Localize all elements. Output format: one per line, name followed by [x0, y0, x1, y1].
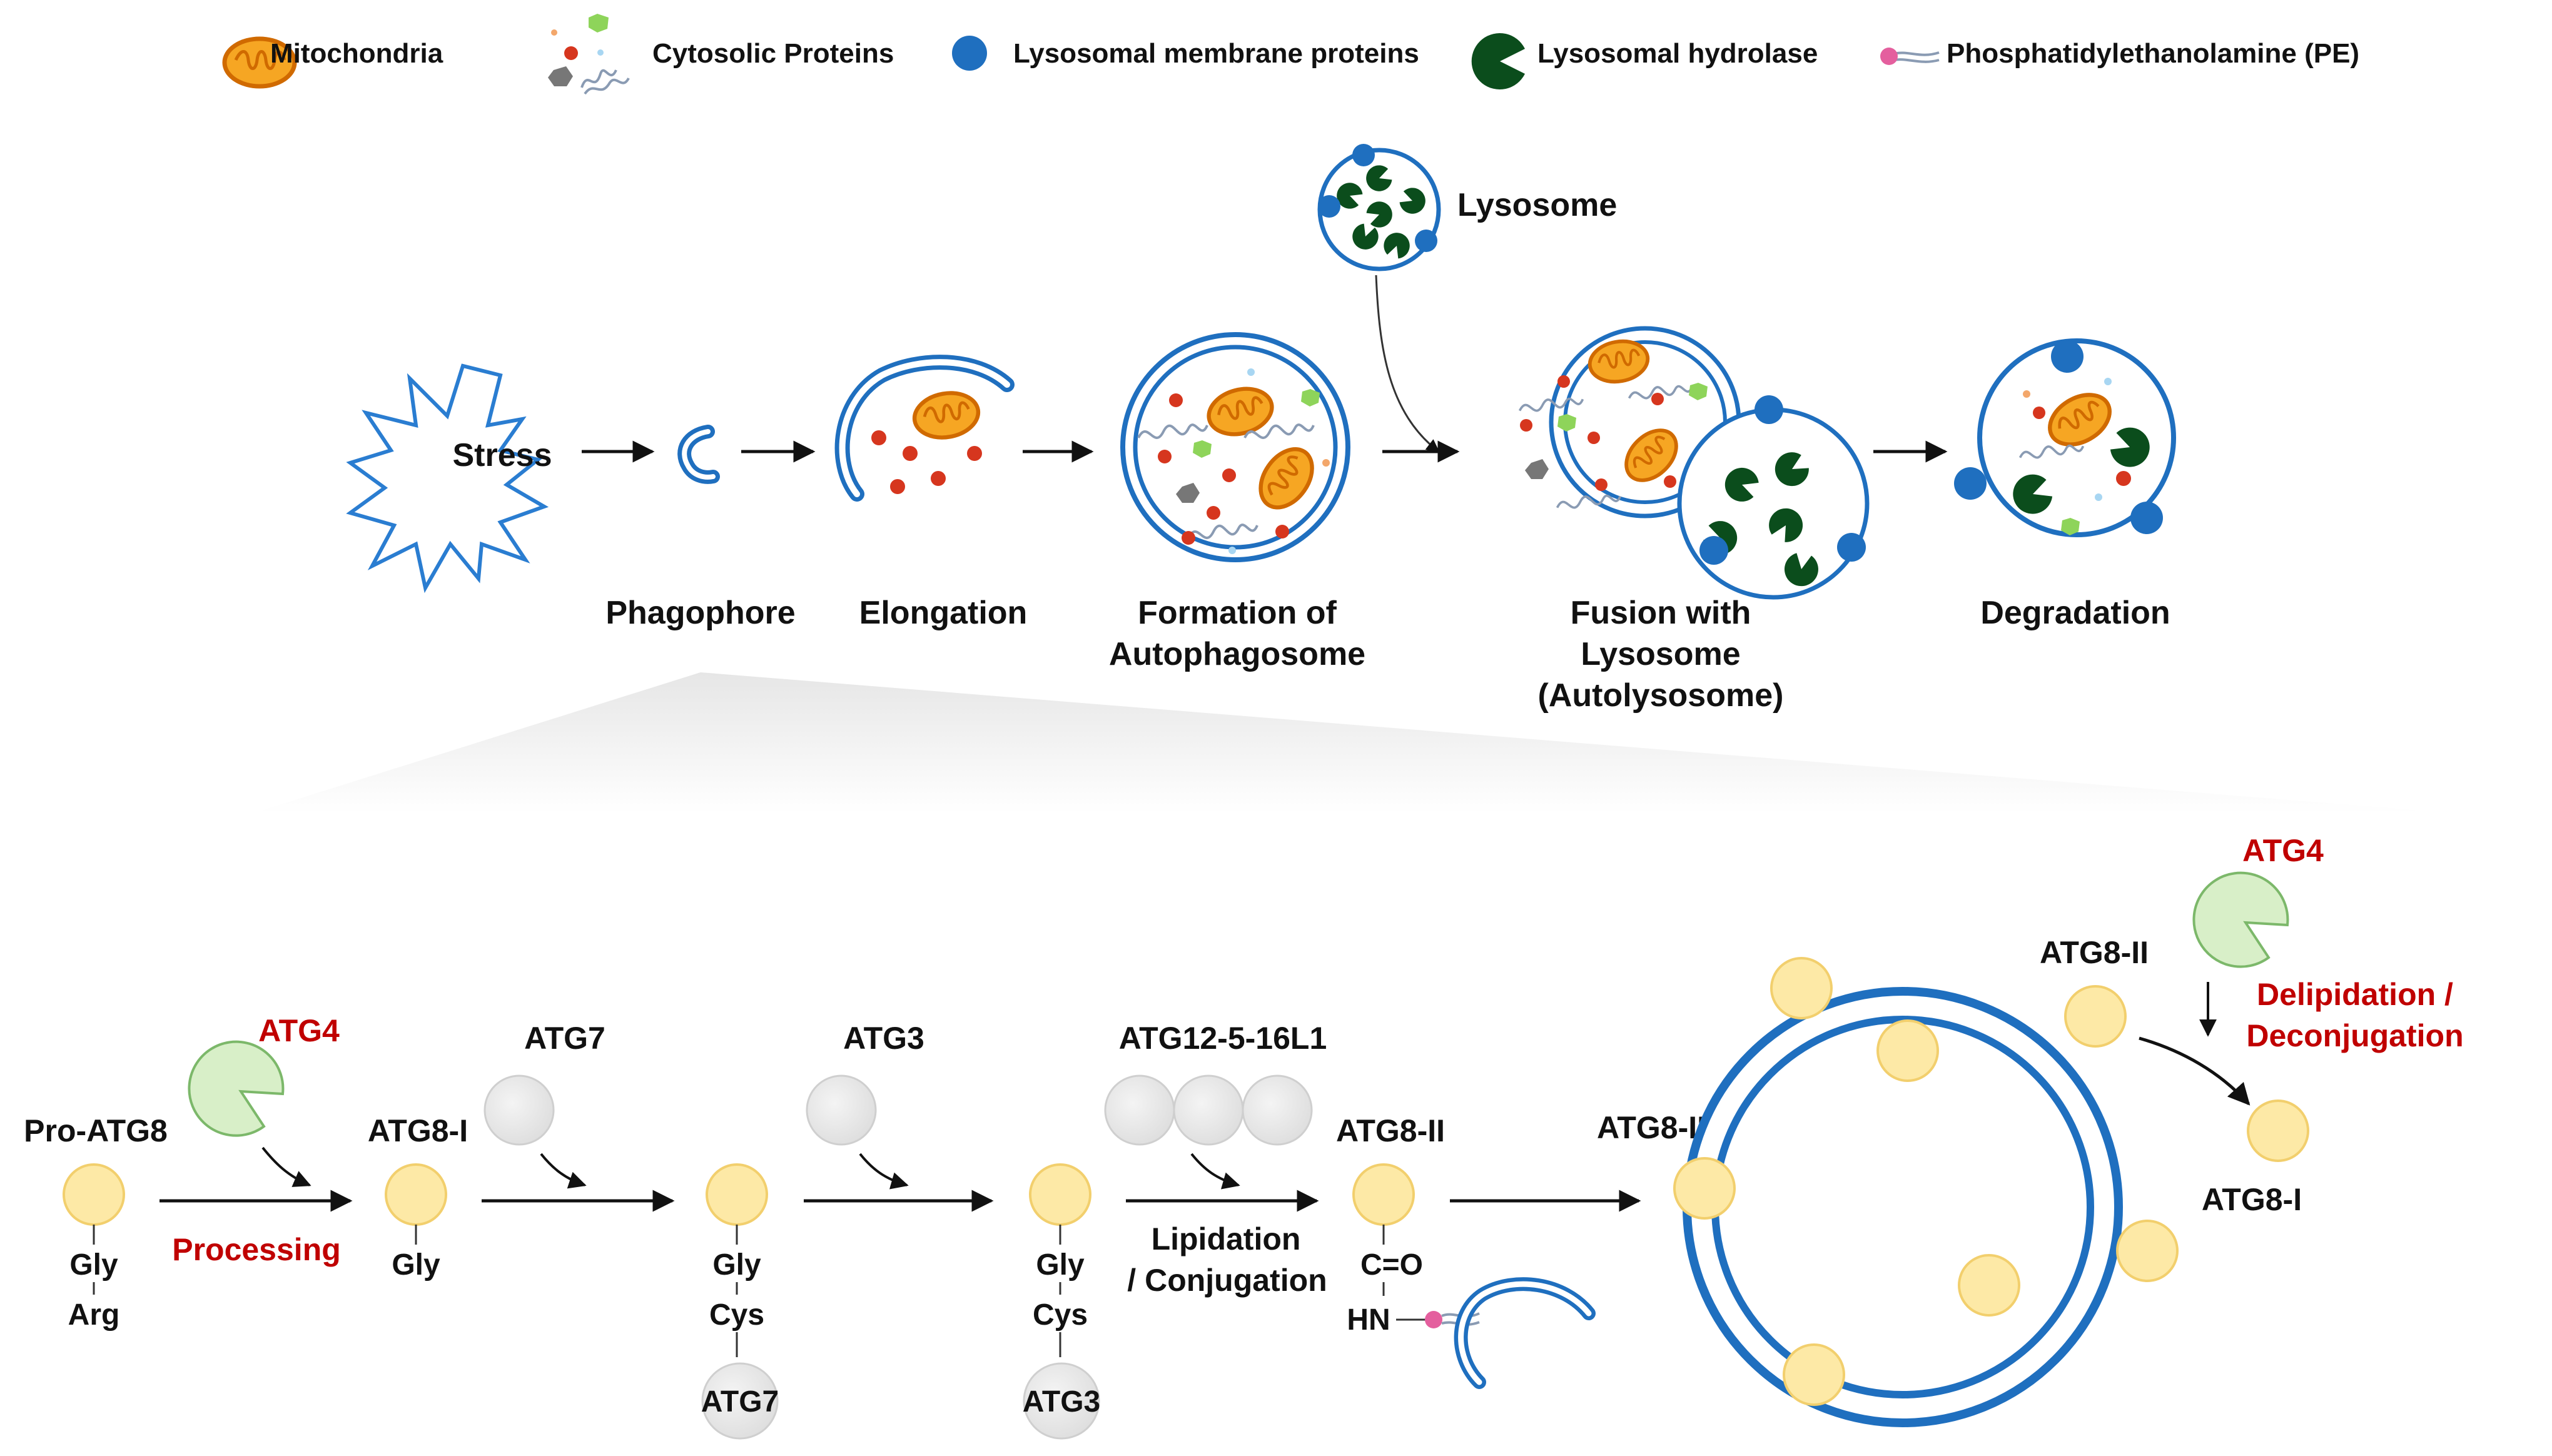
atg7-label: ATG7 [524, 1021, 605, 1056]
atg4-label-delipidation: ATG4 [2242, 833, 2324, 868]
atg4-enzyme-icon [188, 1040, 285, 1137]
lipidation-label-line1: Lipidation [1152, 1221, 1301, 1256]
atg4-label-processing: ATG4 [258, 1013, 340, 1048]
legend: Mitochondria Cytosolic Proteins Lysosoma… [225, 14, 2359, 95]
atg8-ii-label-2: ATG8-II [1597, 1110, 1706, 1145]
atg7-intermediate-cys: Cys [709, 1298, 764, 1332]
atg7-intermediate-gly: Gly [712, 1248, 761, 1282]
legend-label-lysosomal-hydrolase: Lysosomal hydrolase [1537, 38, 1818, 69]
cytosolic-proteins-icon [548, 14, 630, 95]
atg8-pathway: Pro-ATG8 Gly Arg ATG4 Processing ATG8-I … [24, 833, 2464, 1440]
autolysosome [1518, 326, 1870, 600]
legend-label-cytosolic-proteins: Cytosolic Proteins [652, 38, 894, 69]
legend-label-mitochondria: Mitochondria [270, 38, 443, 69]
arrow-lysosome-to-fusion [1375, 275, 1440, 453]
phagophore [677, 425, 720, 484]
elongation [834, 355, 1015, 502]
atg8-i: ATG8-I Gly [368, 1113, 468, 1282]
processing-label: Processing [172, 1232, 341, 1267]
phosphatidylethanolamine-icon [1880, 48, 1940, 65]
pro-atg8-label: Pro-ATG8 [24, 1113, 168, 1148]
stress-burst: Stress [346, 363, 552, 594]
atg8-i-label: ATG8-I [368, 1113, 468, 1148]
autophagy-process: Stress [346, 144, 2176, 714]
stage-label-formation-line1: Formation of [1138, 595, 1337, 631]
legend-item-lysosomal-membrane-proteins: Lysosomal membrane proteins [952, 36, 1419, 71]
atg8-ii-label-1: ATG8-II [1336, 1113, 1445, 1148]
stage-label-fusion-line3: (Autolysosome) [1538, 677, 1784, 714]
atg12-complex-step: ATG12-5-16L1 Lipidation / Conjugation [1104, 1021, 1327, 1298]
legend-item-lysosomal-hydrolase: Lysosomal hydrolase [1471, 33, 1818, 89]
legend-item-mitochondria: Mitochondria [225, 38, 443, 86]
atg8-i-gly: Gly [392, 1248, 440, 1282]
lysosome: Lysosome [1317, 144, 1617, 271]
atg12-complex-label: ATG12-5-16L1 [1119, 1021, 1327, 1056]
arrow-delipidation [2139, 1036, 2251, 1106]
stage-label-elongation: Elongation [859, 595, 1028, 631]
pe-anchor-icon [1425, 1311, 1442, 1328]
atg12-complex [1104, 1074, 1313, 1146]
lysosomal-hydrolase-icon [1471, 33, 1525, 89]
stage-label-formation-line2: Autophagosome [1109, 636, 1365, 672]
pro-atg8: Pro-ATG8 Gly Arg [24, 1113, 168, 1332]
pro-atg8-arg: Arg [68, 1298, 120, 1332]
membrane-atg8-ii-proteins [1673, 957, 2179, 1406]
stress-label: Stress [453, 437, 552, 473]
atg8-ii-carbonyl: C=O [1360, 1248, 1423, 1282]
atg8-ii-amine: HN [1347, 1303, 1390, 1337]
stage-label-phagophore: Phagophore [605, 595, 795, 631]
lipidation-label-line2: / Conjugation [1127, 1263, 1327, 1298]
atg7-intermediate-atg7: ATG7 [701, 1385, 779, 1418]
degradation-vesicle [1954, 338, 2176, 537]
legend-label-phosphatidylethanolamine: Phosphatidylethanolamine (PE) [1947, 38, 2359, 69]
zoom-wedge [253, 672, 2452, 813]
atg3-label: ATG3 [843, 1021, 924, 1056]
atg4-enzyme-icon-2 [2192, 871, 2289, 968]
atg8-i-label-2: ATG8-I [2202, 1182, 2302, 1217]
atg3-intermediate-atg3: ATG3 [1023, 1385, 1100, 1418]
pro-atg8-protein [63, 1163, 125, 1226]
atg8-ii-lipidated: ATG8-II C=O HN [1336, 1113, 1596, 1389]
pro-atg8-gly: Gly [69, 1248, 118, 1282]
free-atg8-i [2247, 1100, 2309, 1162]
delipidation-label-line1: Delipidation / [2257, 977, 2453, 1012]
delipidation-label-line2: Deconjugation [2246, 1018, 2463, 1053]
atg7-enzyme [484, 1074, 555, 1146]
atg3-step: ATG3 Gly Cys ATG3 [804, 1021, 1100, 1440]
stage-label-fusion-line1: Fusion with [1571, 595, 1751, 631]
lysosome-label: Lysosome [1457, 187, 1617, 223]
stage-label-degradation: Degradation [1980, 595, 2170, 631]
atg4-processing: ATG4 Processing [160, 1013, 353, 1267]
lysosomal-membrane-protein-icon [952, 36, 987, 71]
atg7-step: ATG7 Gly Cys ATG7 [482, 1021, 779, 1440]
autophagosome-membrane: ATG8-II ATG8-II [1597, 935, 2179, 1427]
delipidation: ATG4 Delipidation / Deconjugation ATG8-I [2139, 833, 2464, 1217]
legend-label-lysosomal-membrane-proteins: Lysosomal membrane proteins [1013, 38, 1419, 69]
legend-item-phosphatidylethanolamine: Phosphatidylethanolamine (PE) [1880, 38, 2359, 69]
autophagosome [1120, 332, 1350, 562]
legend-item-cytosolic-proteins: Cytosolic Proteins [548, 14, 894, 95]
atg3-intermediate-cys: Cys [1033, 1298, 1088, 1332]
atg8-ii-label-3: ATG8-II [2040, 935, 2149, 970]
atg3-enzyme [806, 1074, 877, 1146]
atg3-intermediate-gly: Gly [1036, 1248, 1085, 1282]
stage-label-fusion-line2: Lysosome [1581, 636, 1740, 672]
